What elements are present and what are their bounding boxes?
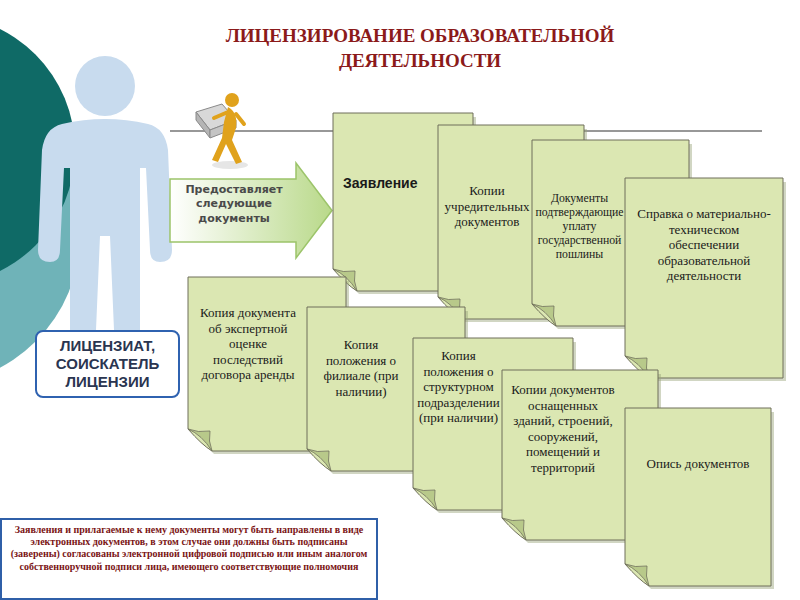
licensee-text: ЛИЦЕНЗИАТ, СОИСКАТЕЛЬ ЛИЦЕНЗИИ <box>43 337 172 391</box>
licensee-box: ЛИЦЕНЗИАТ, СОИСКАТЕЛЬ ЛИЦЕНЗИИ <box>35 330 180 398</box>
diagram-title: ЛИЦЕНЗИРОВАНИЕ ОБРАЗОВАТЕЛЬНОЙ ДЕЯТЕЛЬНО… <box>150 24 690 73</box>
document-card: Опись документов <box>625 408 771 586</box>
document-label: Копия положения о филиале (при наличии) <box>312 337 410 399</box>
document-label: Опись документов <box>631 456 765 472</box>
document-label: Копия положения о структурном подразделе… <box>416 348 501 426</box>
arrow-shape: Предоставляет следующие документы <box>170 163 332 258</box>
note-text: Заявления и прилагаемые к нему документы… <box>8 524 370 573</box>
document-label: Копии документов оснащенных зданий, стро… <box>506 382 620 476</box>
document-label: Документы подтверждающие уплату государс… <box>535 192 624 262</box>
document-sheet <box>625 408 771 586</box>
arrow-text: Предоставляет следующие документы <box>176 183 292 226</box>
carrying-figure-icon <box>196 93 248 169</box>
note-box: Заявления и прилагаемые к нему документы… <box>0 518 378 600</box>
block-arrow <box>170 163 332 258</box>
document-label: Справка о материально-техническом обеспе… <box>633 206 775 284</box>
document-label: Копии учредительных документов <box>443 183 531 230</box>
document-label: Заявление <box>343 175 433 192</box>
document-label: Копия документа об экспертной оценке пос… <box>194 305 302 383</box>
person-figure <box>38 56 172 330</box>
document-card: Справка о материально-техническом обеспе… <box>625 178 783 378</box>
